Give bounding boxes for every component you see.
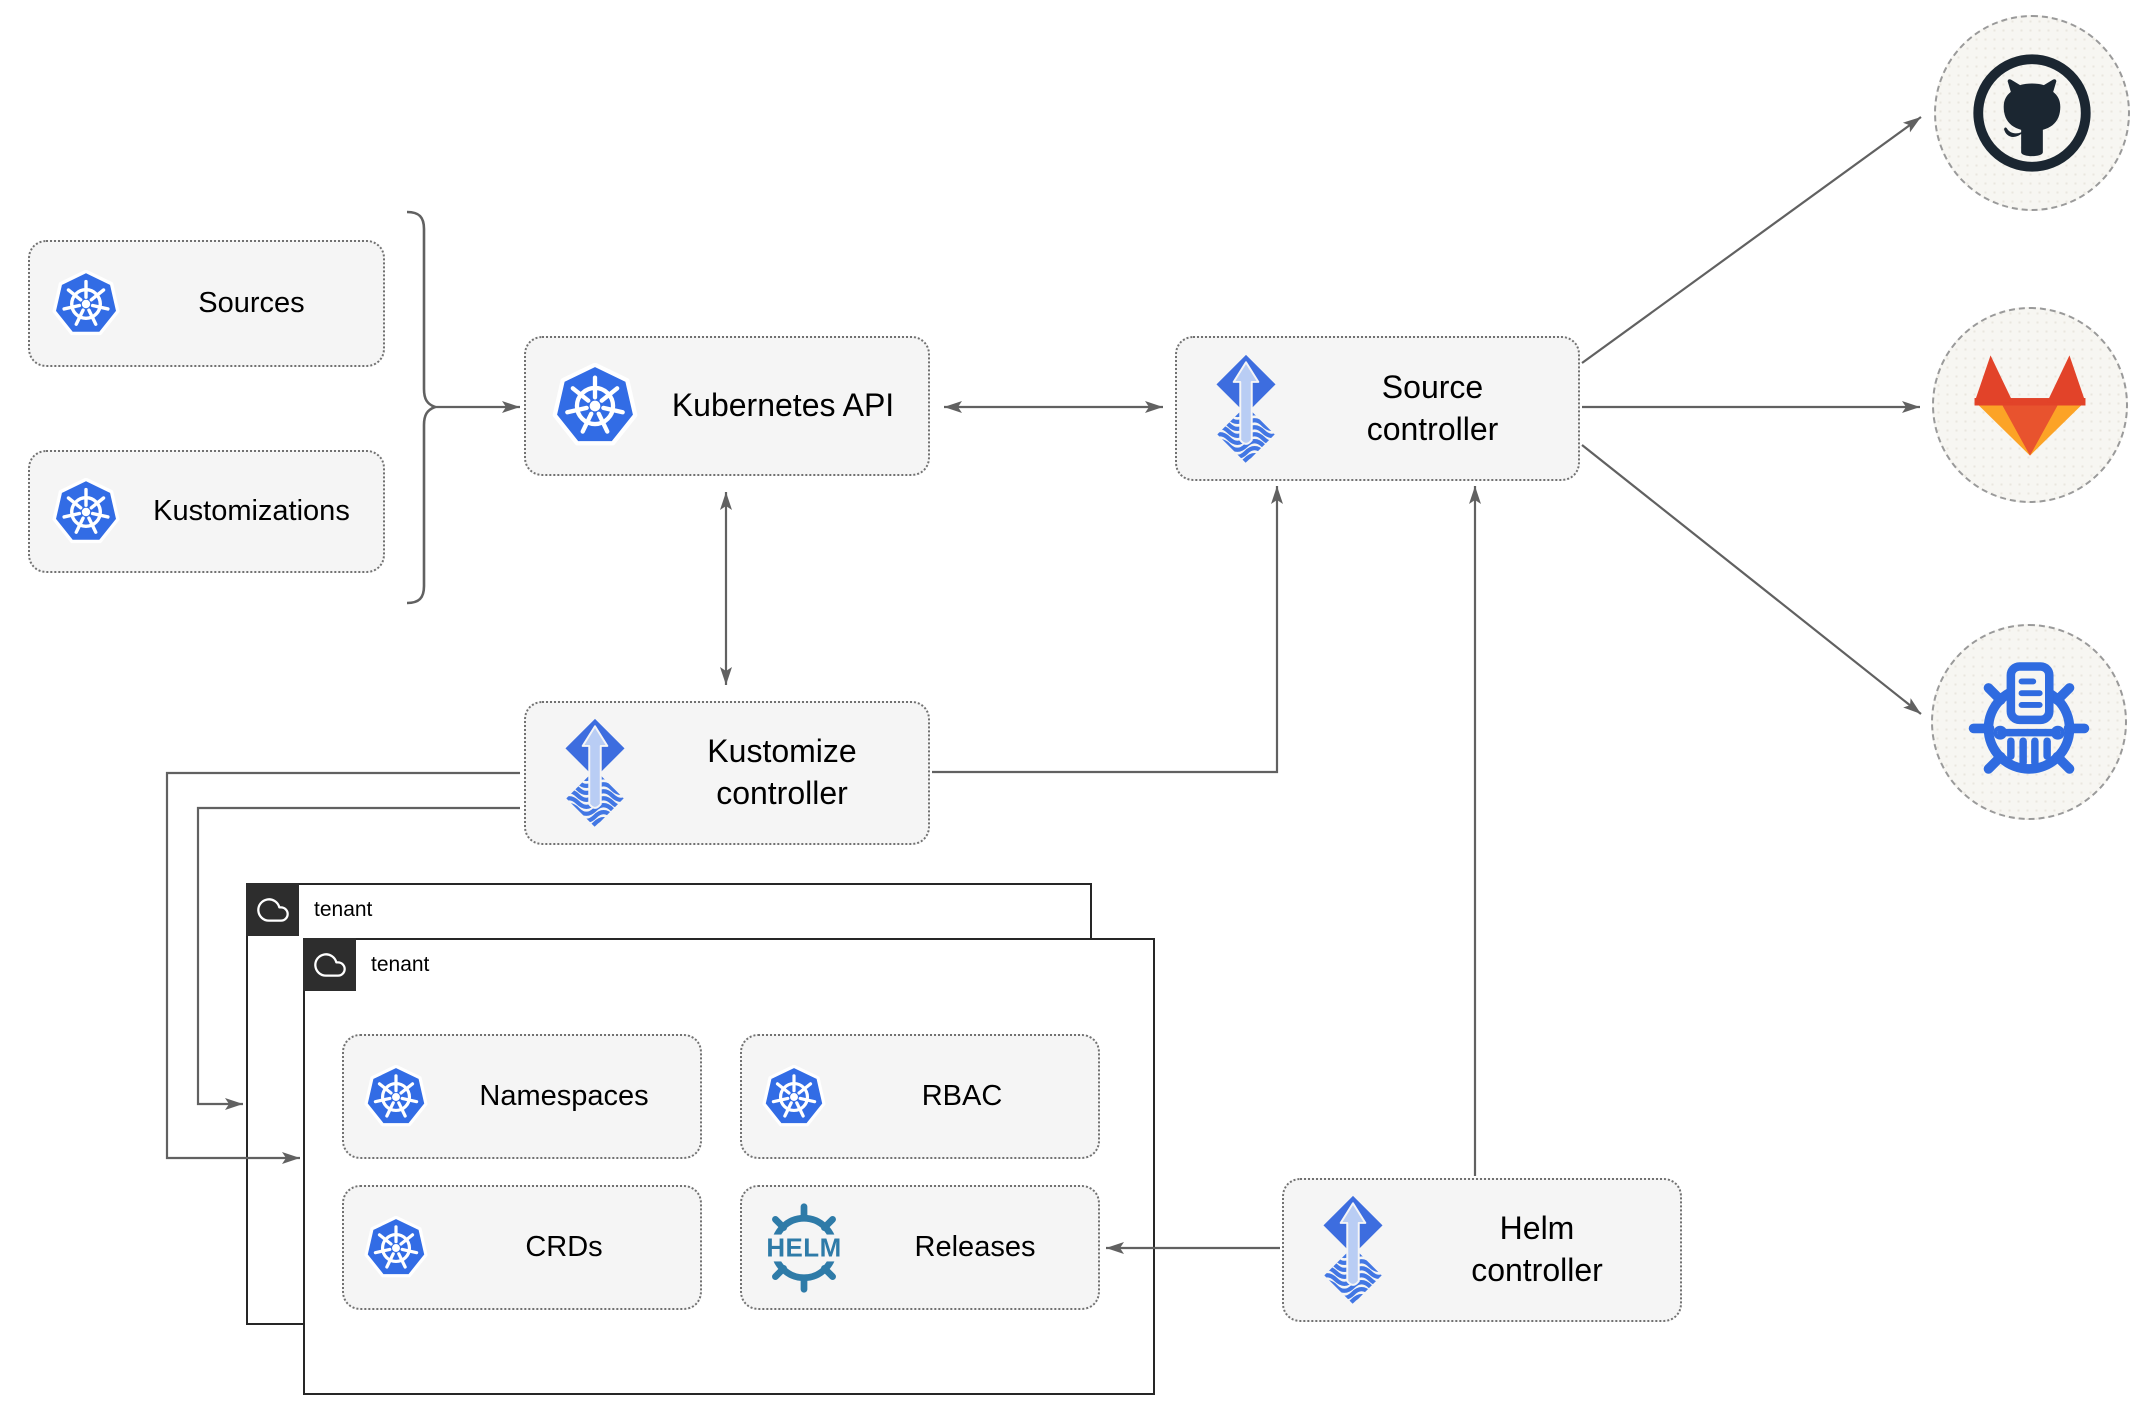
node-sources-label: Sources <box>198 286 305 319</box>
node-crds-label: CRDs <box>525 1230 603 1263</box>
kubernetes-icon <box>364 1216 428 1280</box>
node-kustomizations-label: Kustomizations <box>153 494 350 527</box>
group-tenant-front: tenant <box>303 938 1155 1395</box>
kubernetes-icon <box>364 1065 428 1129</box>
node-kustomize-controller-label: Kustomize controller <box>707 733 857 811</box>
gitlab-icon <box>1966 352 2094 459</box>
node-kubernetes-api-label: Kubernetes API <box>671 387 895 424</box>
node-namespaces: Namespaces <box>342 1034 702 1159</box>
cloud-icon <box>303 938 356 991</box>
node-helm-controller: Helm controller <box>1282 1178 1682 1322</box>
tenant-front-label: tenant <box>371 953 430 976</box>
kubernetes-icon <box>552 363 638 449</box>
node-releases: HELM Releases <box>740 1185 1100 1310</box>
edge-brace-sources-kustomizations <box>406 210 439 605</box>
cloud-icon <box>246 883 299 936</box>
node-sources: Sources <box>28 240 385 367</box>
endpoint-gitlab <box>1932 307 2128 503</box>
cloud-icon <box>257 894 289 926</box>
node-kustomize-controller: Kustomize controller <box>524 701 930 845</box>
node-kubernetes-api: Kubernetes API <box>524 336 930 476</box>
edge-source-to-github <box>1581 116 1922 364</box>
kubernetes-icon <box>52 478 120 546</box>
tenant-back-label: tenant <box>314 898 373 921</box>
node-kustomizations: Kustomizations <box>28 450 385 573</box>
flux-icon <box>1312 1194 1394 1306</box>
kubernetes-icon <box>762 1065 826 1129</box>
helm-repository-icon <box>1965 658 2093 786</box>
cloud-icon <box>314 949 346 981</box>
endpoint-helm-repository <box>1931 624 2127 820</box>
edge-source-to-helm-repository <box>1581 444 1922 715</box>
node-releases-label: Releases <box>914 1230 1036 1263</box>
github-icon <box>1970 51 2094 175</box>
node-source-controller: Source controller <box>1175 336 1580 481</box>
flux-icon <box>1205 353 1287 465</box>
helm-wordmark: HELM <box>766 1234 841 1262</box>
edge-kustomize-to-source-controller <box>932 486 1283 774</box>
node-crds: CRDs <box>342 1185 702 1310</box>
node-rbac: RBAC <box>740 1034 1100 1159</box>
helm-icon: HELM <box>756 1202 852 1293</box>
endpoint-github <box>1934 15 2130 211</box>
node-rbac-label: RBAC <box>921 1079 1003 1112</box>
node-namespaces-label: Namespaces <box>479 1079 649 1112</box>
node-helm-controller-label: Helm controller <box>1471 1210 1603 1288</box>
node-source-controller-label: Source controller <box>1366 368 1499 447</box>
flux-icon <box>554 717 636 829</box>
kubernetes-icon <box>52 270 120 338</box>
